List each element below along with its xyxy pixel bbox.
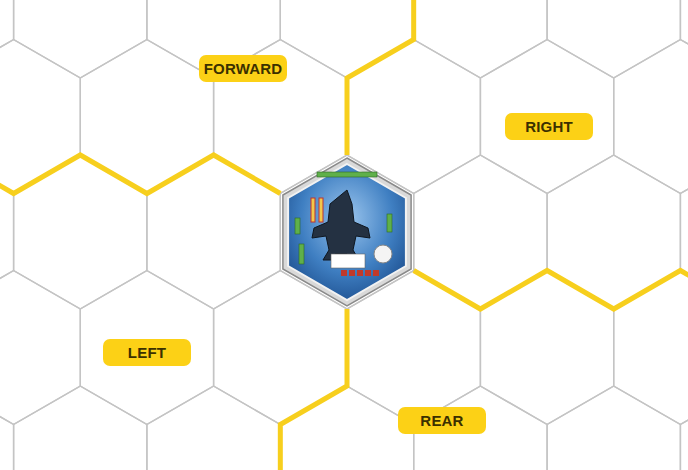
hex-cell [614, 271, 688, 425]
damage-box [373, 270, 379, 276]
arc-line [0, 155, 280, 194]
shield-bar [295, 218, 300, 234]
label-text: LEFT [128, 344, 166, 361]
hex-cell [14, 0, 147, 78]
hex-cell [480, 271, 613, 425]
weapon-bar [311, 198, 315, 222]
hex-cell [480, 40, 613, 194]
arc-line [280, 309, 347, 470]
hex-cell [547, 0, 680, 78]
hex-cell [280, 0, 413, 78]
speed-dial [374, 245, 392, 263]
hex-cell [14, 386, 147, 470]
damage-box [349, 270, 355, 276]
arc-line [414, 271, 688, 310]
ship-token [283, 158, 411, 306]
label-text: REAR [420, 412, 463, 429]
hex-cell [147, 386, 280, 470]
hex-cell [280, 155, 413, 309]
direction-label: FORWARD [199, 55, 287, 82]
hex-cell [147, 155, 280, 309]
direction-label: LEFT [103, 339, 191, 366]
hex-cell [0, 0, 14, 78]
label-text: RIGHT [525, 118, 573, 135]
hex-cell [547, 155, 680, 309]
direction-label: REAR [398, 407, 486, 434]
weapon-bar [319, 198, 323, 222]
hex-cell [80, 271, 213, 425]
hex-cell [414, 0, 547, 78]
label-text: FORWARD [204, 60, 283, 77]
ship-silhouette [312, 190, 370, 260]
hex-cell [680, 386, 688, 470]
hex-cell [614, 40, 688, 194]
hex-cell [547, 386, 680, 470]
hex-cell [0, 271, 80, 425]
damage-box [341, 270, 347, 276]
shield-bar [299, 244, 304, 264]
hex-cell [414, 155, 547, 309]
hex-cell [0, 386, 14, 470]
hex-cell [0, 40, 80, 194]
shield-bar [387, 214, 392, 232]
damage-box [365, 270, 371, 276]
token-face [288, 164, 406, 300]
hex-cell [680, 0, 688, 78]
damage-box [357, 270, 363, 276]
hex-cell [280, 386, 413, 470]
direction-label: RIGHT [505, 113, 593, 140]
status-panel [331, 254, 365, 268]
hex-cell [14, 155, 147, 309]
shield-bar [317, 172, 377, 177]
hex-cell [80, 40, 213, 194]
arc-line [347, 0, 414, 155]
hex-cell [680, 155, 688, 309]
hex-cell [0, 155, 14, 309]
token-rim [283, 158, 411, 306]
